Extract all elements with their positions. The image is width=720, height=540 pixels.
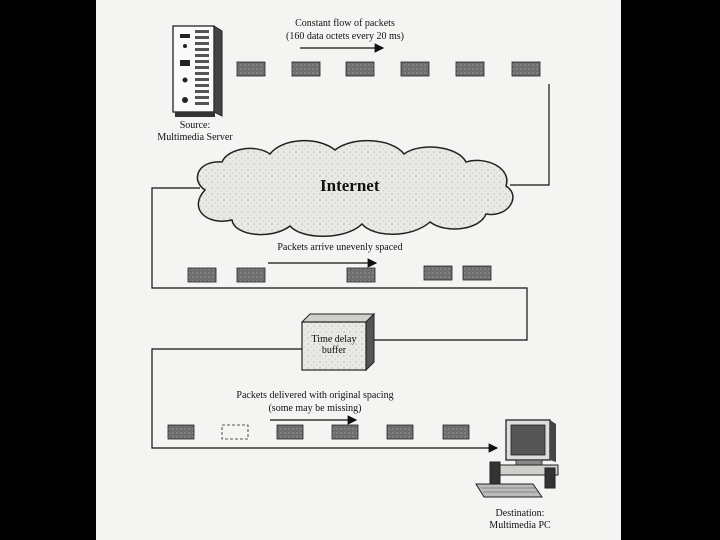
server-icon xyxy=(172,25,223,117)
packet xyxy=(187,267,217,283)
destination-label: Destination: Multimedia PC xyxy=(489,508,551,531)
packet xyxy=(462,265,492,281)
buffer-label: Time delay buffer xyxy=(311,334,357,356)
multimedia-pc-icon xyxy=(475,419,559,498)
packet xyxy=(346,267,376,283)
packet xyxy=(236,61,266,77)
packet xyxy=(331,424,359,440)
delivered-caption-line2: (some may be missing) xyxy=(268,403,362,414)
packet xyxy=(345,61,375,77)
packet xyxy=(455,61,485,77)
packet xyxy=(276,424,304,440)
source-label: Source: Multimedia Server xyxy=(157,120,233,143)
packet xyxy=(167,424,195,440)
missing-packet xyxy=(221,424,249,440)
path-internet-to-buffer xyxy=(151,187,528,341)
packet xyxy=(291,61,321,77)
middle-packet-row xyxy=(187,265,492,283)
top-flow-caption-line1: Constant flow of packets xyxy=(295,18,395,29)
top-flow-caption-line2: (160 data octets every 20 ms) xyxy=(285,31,405,42)
time-delay-buffer xyxy=(300,312,376,372)
packet xyxy=(400,61,430,77)
packet xyxy=(511,61,541,77)
packet xyxy=(386,424,414,440)
top-packet-row xyxy=(236,61,541,77)
packet xyxy=(423,265,453,281)
packet xyxy=(442,424,470,440)
internet-label: Internet xyxy=(320,176,380,195)
path-server-to-internet xyxy=(510,84,550,186)
internet-cloud xyxy=(196,139,514,237)
bottom-packet-row xyxy=(167,424,470,440)
path-buffer-to-destination xyxy=(151,348,499,453)
packet xyxy=(236,267,266,283)
delivered-caption-line1: Packets delivered with original spacing xyxy=(236,390,394,401)
uneven-caption: Packets arrive unevenly spaced xyxy=(277,242,403,253)
